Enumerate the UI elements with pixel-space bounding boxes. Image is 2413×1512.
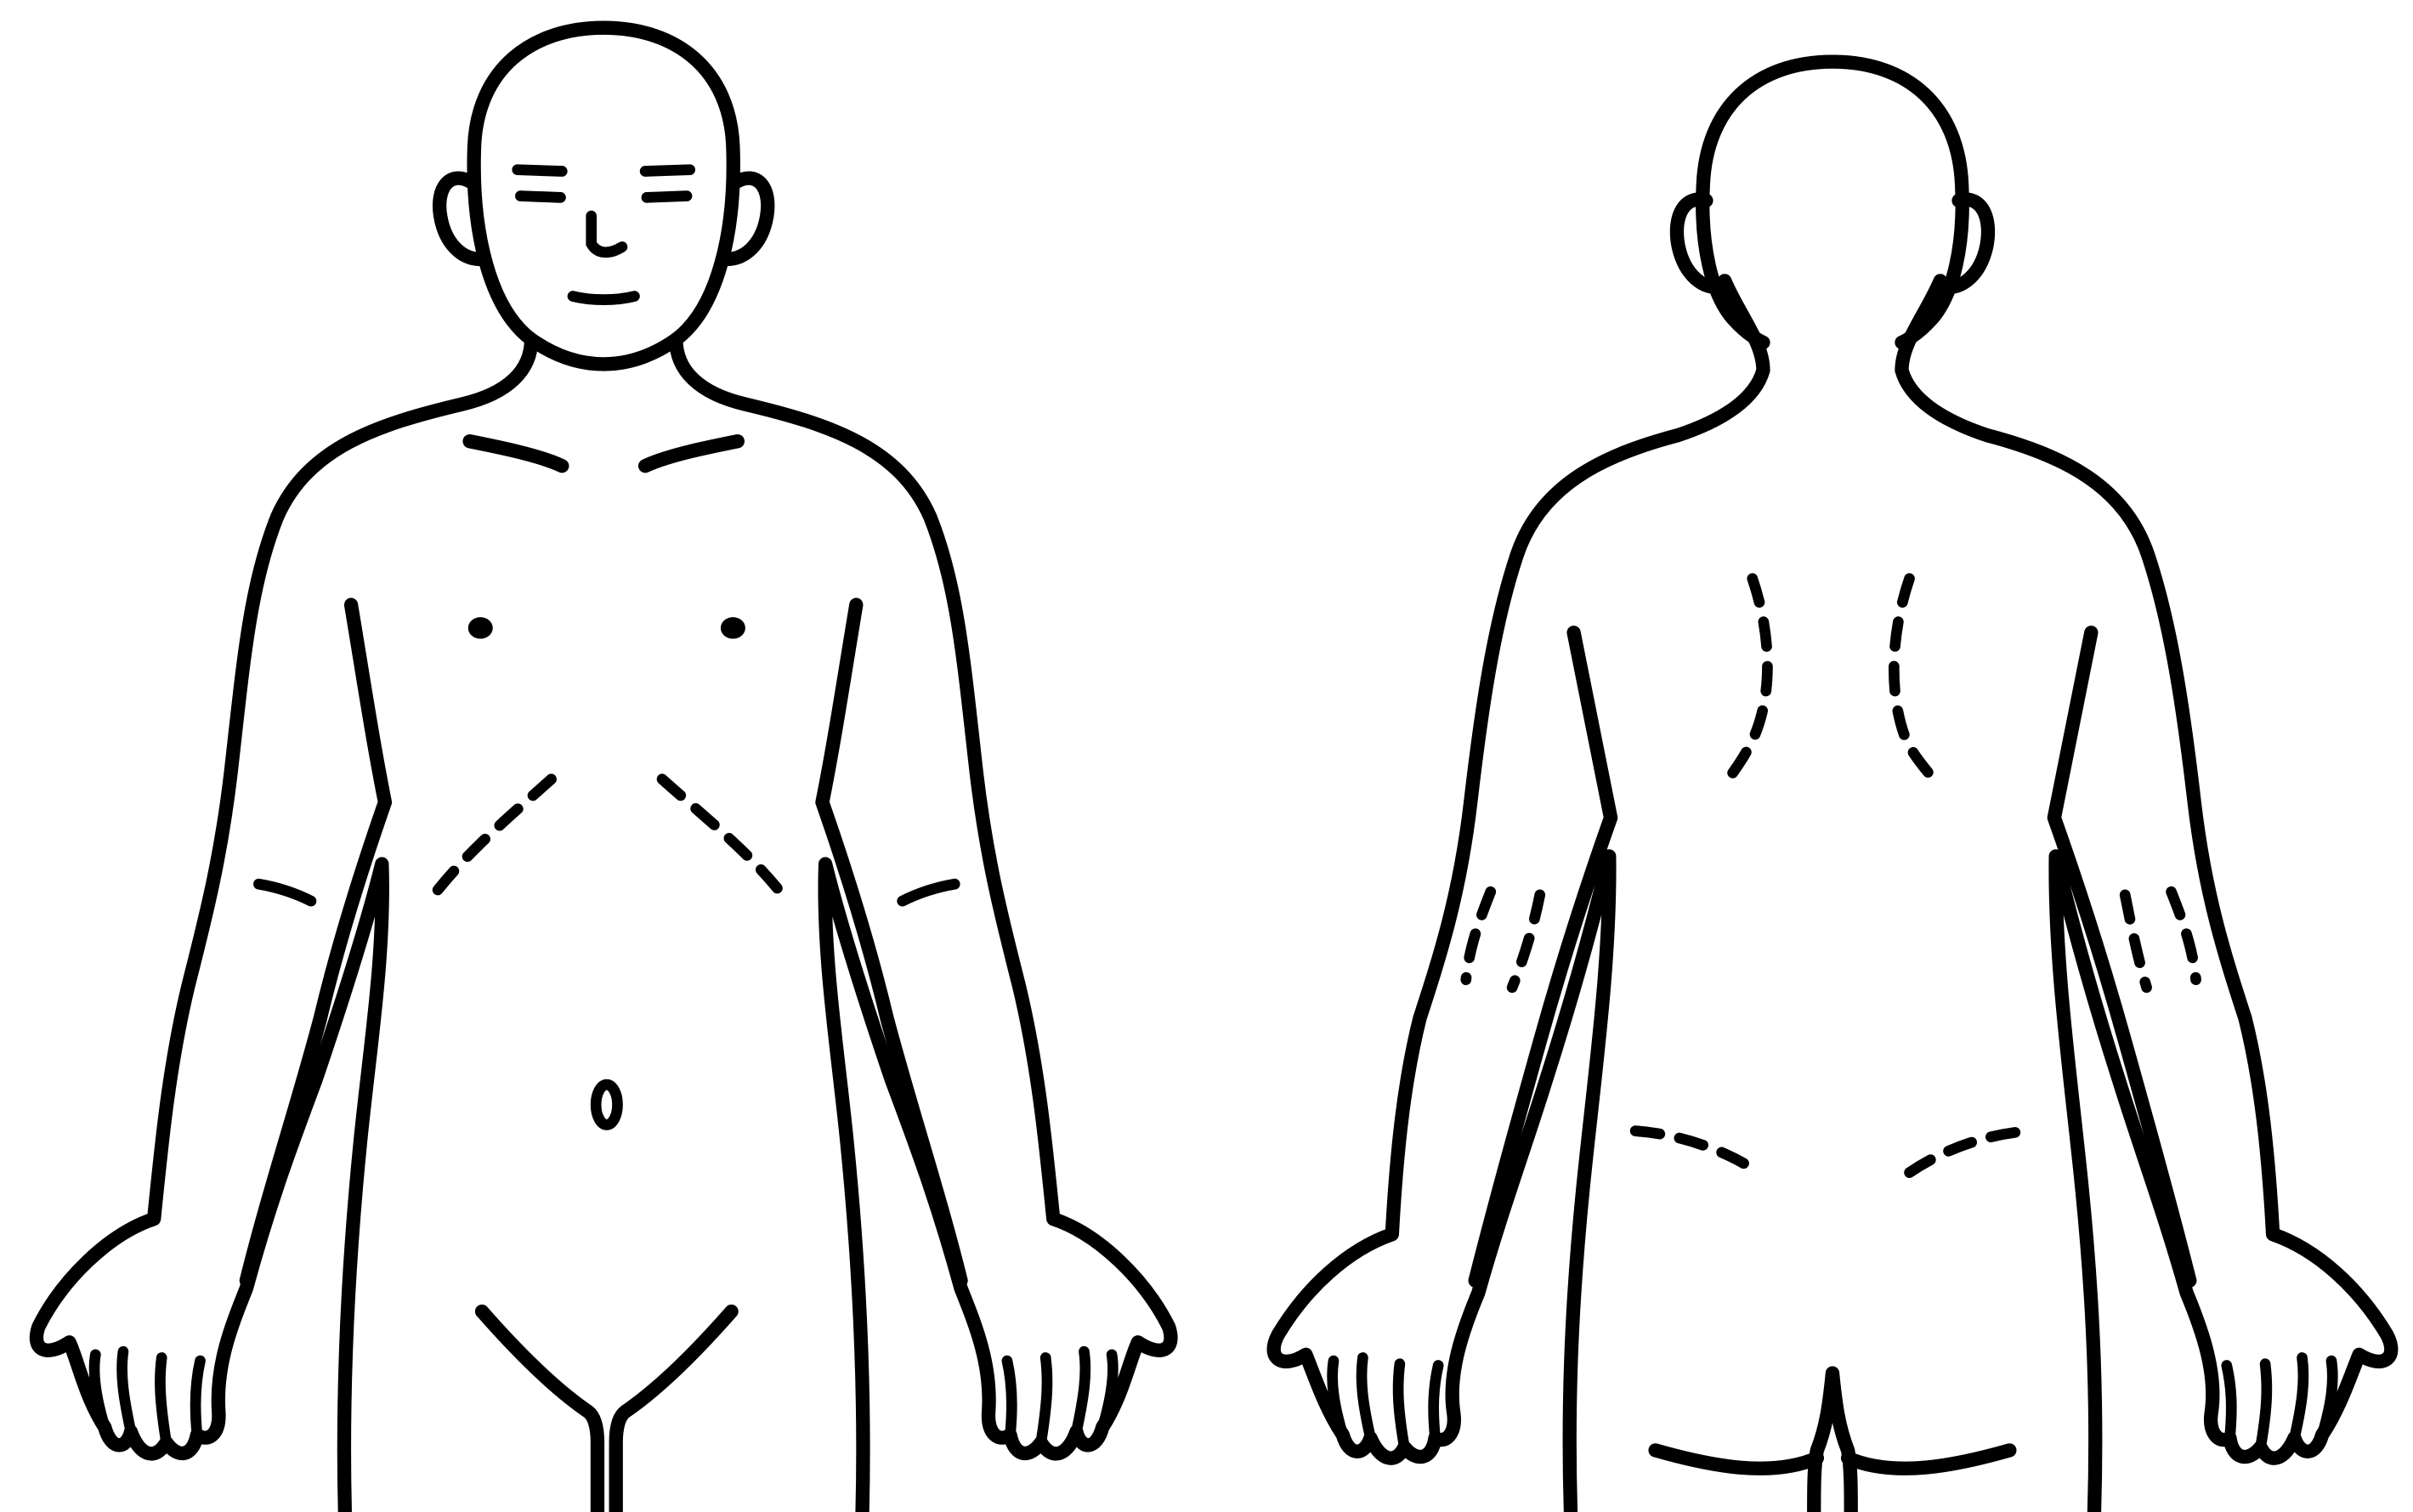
- front-ribcage-line-right: [662, 779, 789, 903]
- front-nipple-right: [721, 617, 745, 638]
- front-navel: [596, 1084, 617, 1124]
- front-eye-right: [647, 196, 687, 198]
- front-head: [474, 28, 734, 365]
- front-view-figure: [37, 28, 1171, 1512]
- back-lumbar-line-right: [1910, 1131, 2030, 1173]
- back-gluteal-fold-right: [1848, 1450, 2009, 1468]
- back-scapula-left: [1725, 579, 1767, 784]
- front-nipple-left: [468, 617, 493, 638]
- front-elbow-crease-right: [903, 884, 955, 901]
- front-brow-right: [645, 170, 690, 172]
- back-elbow-right-outer: [2125, 895, 2146, 988]
- front-nose: [592, 216, 622, 252]
- front-brow-left: [518, 170, 563, 172]
- back-elbow-right-inner: [2172, 892, 2196, 979]
- front-body-outline-left: [37, 339, 531, 1512]
- front-collarbone-left: [470, 441, 563, 466]
- back-scapula-right: [1894, 579, 1937, 784]
- back-body-outline-left: [1274, 280, 1764, 1512]
- front-elbow-crease-left: [258, 884, 311, 901]
- back-gluteal-cleft: [1814, 1373, 1850, 1512]
- front-groin: [482, 1311, 732, 1512]
- back-elbow-left-outer: [1466, 892, 1491, 979]
- front-mouth: [573, 297, 634, 300]
- front-eye-left: [520, 196, 560, 198]
- back-body-outline-right: [1902, 280, 2392, 1512]
- back-gluteal-fold-left: [1656, 1450, 1817, 1468]
- front-body-outline-right: [676, 339, 1170, 1512]
- back-view-figure: [1274, 62, 2392, 1512]
- front-ribcage-line-left: [428, 779, 552, 903]
- back-lumbar-line-left: [1635, 1131, 1759, 1173]
- front-collarbone-right: [645, 441, 738, 466]
- back-elbow-left-inner: [1512, 895, 1540, 988]
